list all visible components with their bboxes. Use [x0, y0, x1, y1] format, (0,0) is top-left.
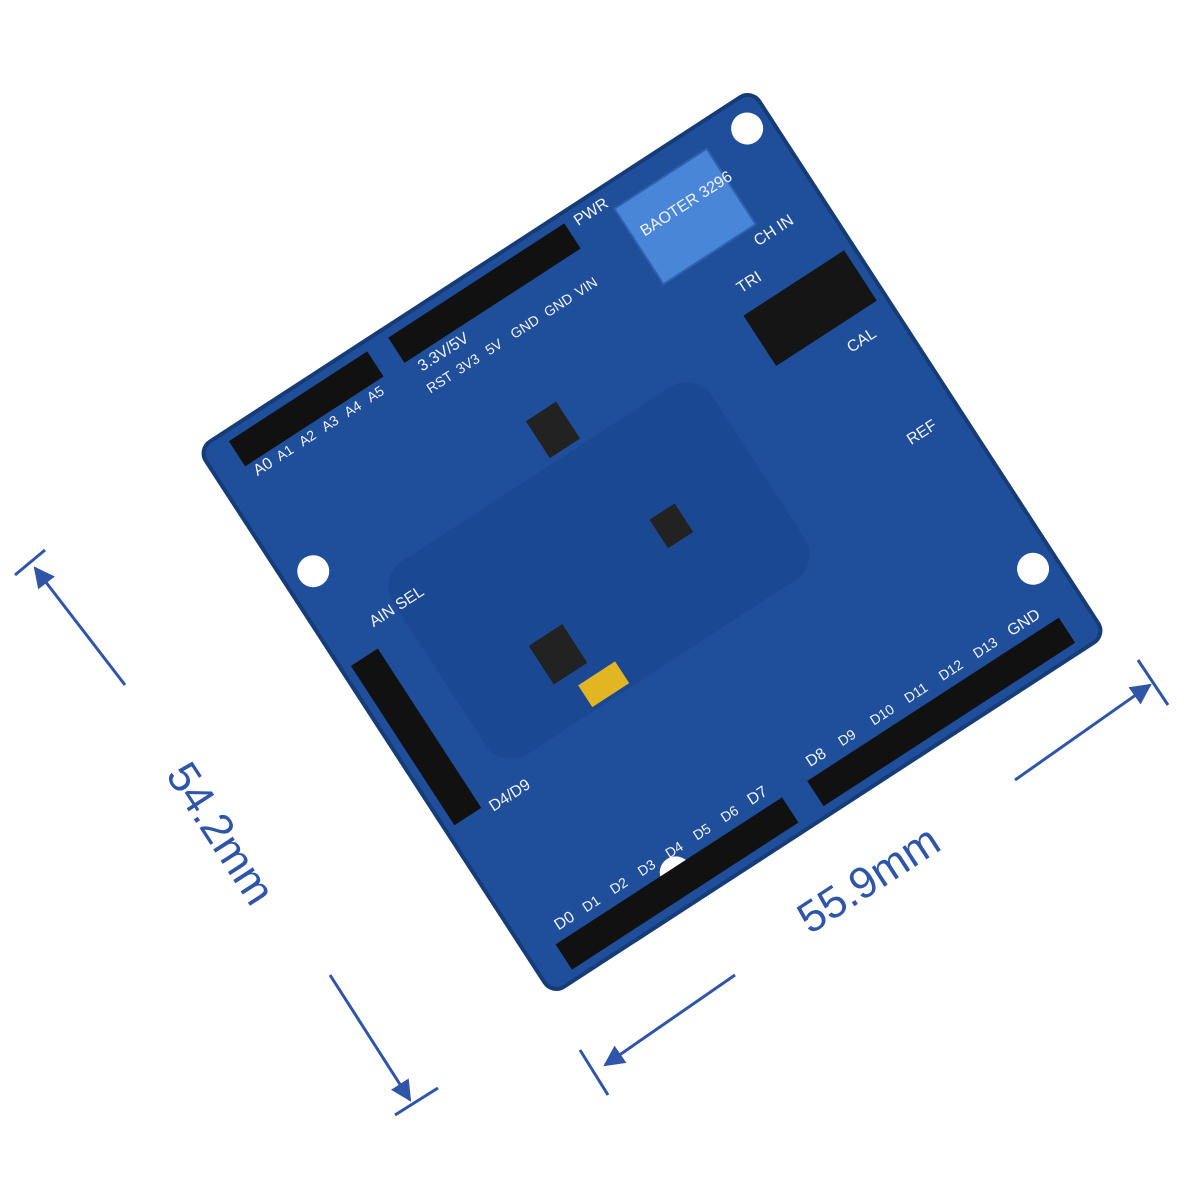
dimension-tick — [394, 1086, 439, 1117]
dimension-tick — [1136, 659, 1170, 706]
ic-chip — [528, 624, 588, 685]
mounting-hole — [297, 555, 330, 588]
silk-a2: A2 — [296, 426, 319, 449]
arrow-left-icon — [603, 973, 736, 1067]
arrow-up-icon — [33, 566, 127, 686]
ground-plane — [388, 382, 810, 759]
digital-header-low — [555, 797, 799, 970]
silk-a4: A4 — [341, 397, 364, 420]
digital-header-high — [807, 617, 1076, 807]
ic-chip — [525, 401, 581, 459]
tantalum-capacitor — [578, 661, 630, 708]
arrow-down-icon — [328, 974, 412, 1102]
mounting-hole — [1017, 552, 1050, 585]
analog-header — [228, 351, 384, 467]
ic-chip — [649, 503, 694, 549]
silk-a5: A5 — [364, 382, 387, 405]
pcb-board: A0 A1 A2 A3 A4 A5 3.3V/5V RST 3V3 5V GND… — [201, 93, 1103, 991]
ain-sel-header — [350, 648, 482, 826]
arrow-right-icon — [1014, 683, 1152, 782]
power-header — [388, 223, 581, 363]
dimension-tick — [14, 548, 46, 577]
potentiometer[interactable] — [613, 147, 758, 286]
dimension-tick — [578, 1049, 610, 1096]
width-label: 55.9mm — [789, 816, 949, 944]
silk-a1: A1 — [273, 441, 296, 464]
height-label: 54.2mm — [157, 754, 285, 914]
silk-a3: A3 — [318, 412, 341, 435]
mounting-hole — [731, 112, 764, 145]
audio-jack[interactable] — [743, 250, 877, 366]
